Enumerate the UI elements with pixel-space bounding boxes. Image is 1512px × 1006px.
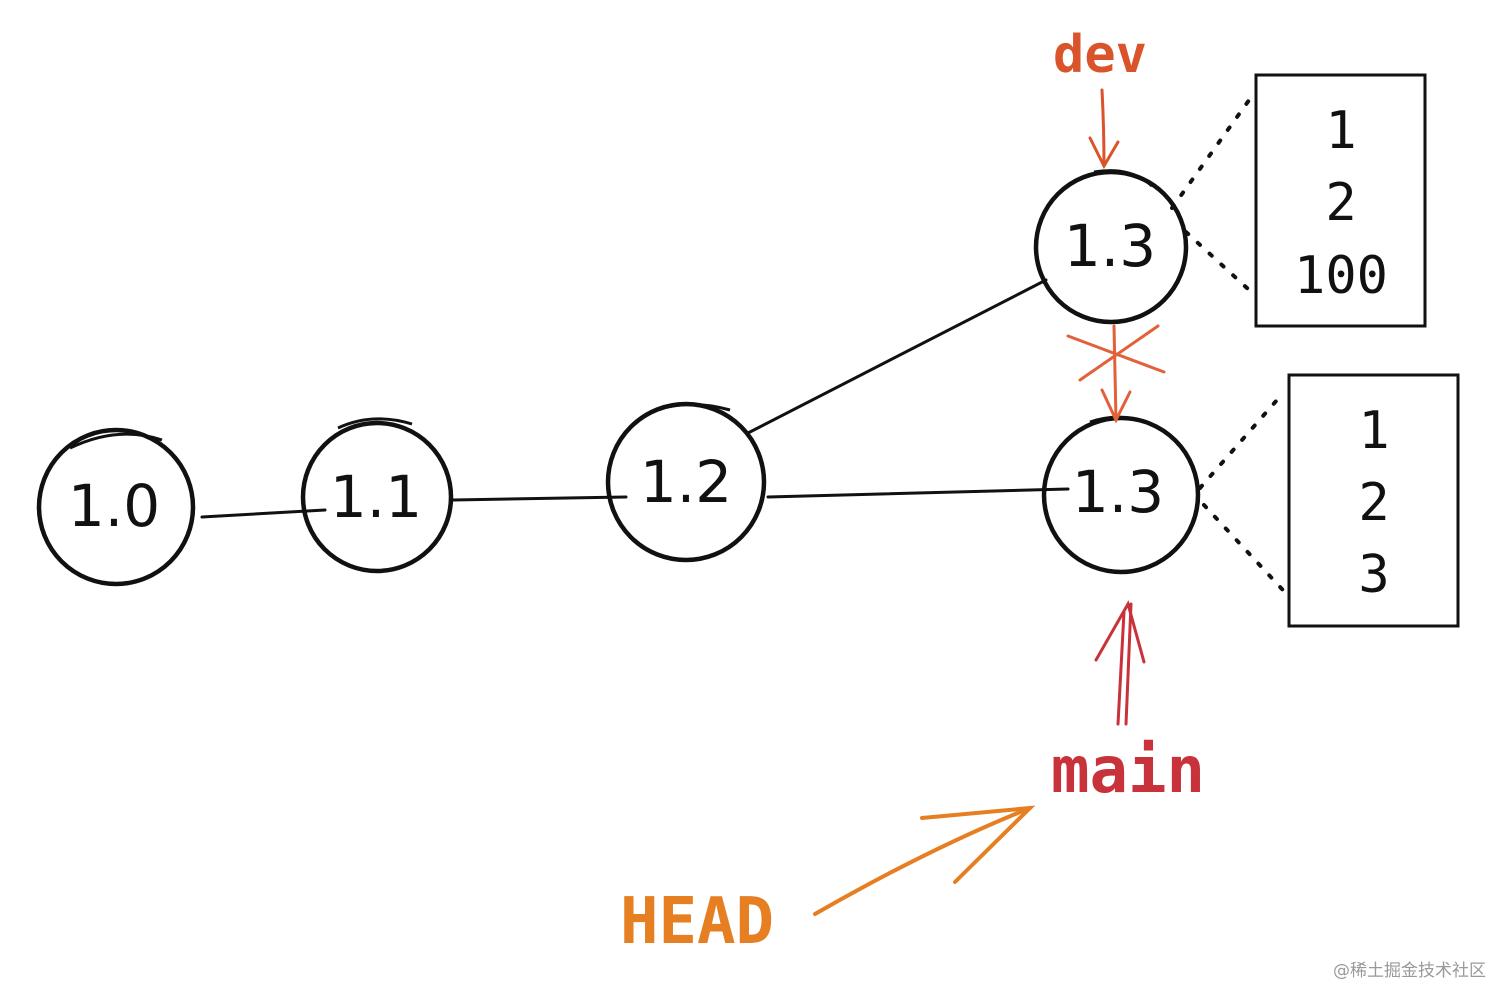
commit-node-1.3-dev: 1.3	[1033, 169, 1189, 325]
commit-node-1.0: 1.0	[36, 427, 196, 587]
main-pointer-arrow	[1094, 600, 1146, 726]
head-label: HEAD	[620, 885, 774, 959]
commit-label: 1.3	[1072, 458, 1164, 526]
file-line: 1	[1325, 101, 1356, 161]
branch-label-dev: dev	[1053, 25, 1147, 85]
blocked-move-arrow	[1066, 324, 1166, 424]
edge-1.1-1.2	[451, 495, 628, 502]
watermark: @稀土掘金技术社区	[1333, 961, 1486, 981]
commit-label: 1.0	[68, 472, 160, 540]
commit-label: 1.2	[640, 448, 732, 516]
file-line: 2	[1325, 173, 1356, 233]
edge-1.2-1.3-dev	[746, 278, 1048, 435]
commit-label: 1.1	[330, 463, 422, 531]
branch-label-main: main	[1051, 734, 1205, 808]
file-leaders	[1170, 94, 1296, 604]
commit-node-1.2: 1.2	[605, 401, 767, 563]
dev-pointer-arrow	[1088, 88, 1120, 170]
file-box-dev: 1 2 100	[1254, 73, 1427, 328]
file-line: 3	[1358, 545, 1389, 605]
file-line: 2	[1358, 473, 1389, 533]
file-line: 1	[1358, 401, 1389, 461]
commit-node-1.3-main: 1.3	[1041, 415, 1201, 575]
file-line: 100	[1294, 246, 1388, 306]
head-pointer-arrow	[813, 805, 1036, 916]
commit-label: 1.3	[1064, 212, 1156, 280]
commit-node-1.1: 1.1	[300, 417, 454, 574]
file-box-main: 1 2 3	[1287, 373, 1460, 628]
edge-1.2-1.3-main	[766, 487, 1070, 499]
